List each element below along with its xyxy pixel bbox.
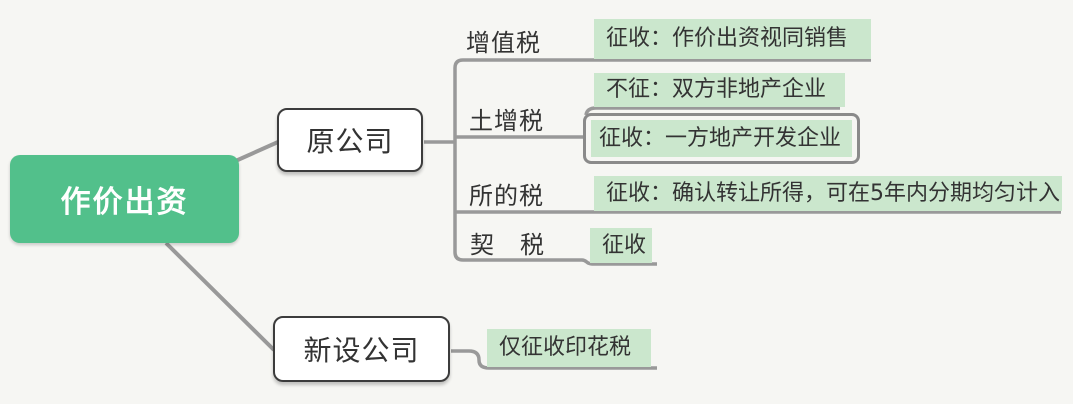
leaf-deed-tax-levy[interactable]: 征收 xyxy=(590,228,652,263)
node-new-company[interactable]: 新设公司 xyxy=(273,316,450,382)
leaf-lat-not-levied[interactable]: 不征：双方非地产企业 xyxy=(594,73,845,107)
leaf-income-tax-levy[interactable]: 征收：确认转让所得，可在5年内分期均匀计入 xyxy=(594,176,1062,211)
leaf-lat-levy-bordered[interactable]: 征收：一方地产开发企业 xyxy=(583,113,860,164)
edge-root-to-new-company xyxy=(164,241,276,352)
leaf-lat-levy-text: 征收：一方地产开发企业 xyxy=(591,120,852,157)
node-vat-label[interactable]: 增值税 xyxy=(466,29,541,57)
node-income-tax-label[interactable]: 所的税 xyxy=(469,182,544,210)
root-node[interactable]: 作价出资 xyxy=(10,155,239,243)
edge-newcompany-to-stamp-tax xyxy=(451,349,657,370)
node-original-company[interactable]: 原公司 xyxy=(277,108,423,172)
edge-root-to-original-company xyxy=(230,140,279,165)
edge-spine-bracket xyxy=(453,58,871,266)
leaf-vat-levy[interactable]: 征收：作价出资视同销售 xyxy=(594,19,871,59)
leaf-stamp-tax-only[interactable]: 仅征收印花税 xyxy=(487,329,651,367)
node-deed-tax-label[interactable]: 契 税 xyxy=(470,231,545,259)
node-land-appreciation-tax-label[interactable]: 土增税 xyxy=(469,107,544,135)
